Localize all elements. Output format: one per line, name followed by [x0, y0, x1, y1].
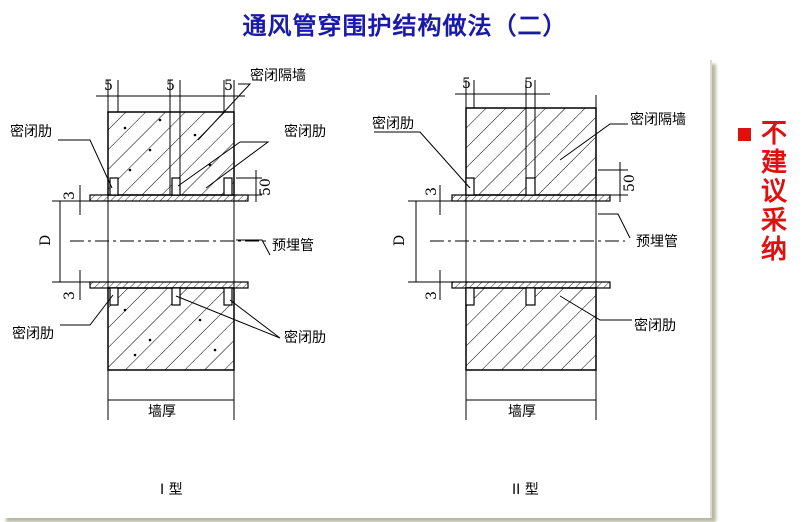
type-i-label-rib-bottom-right: 密闭肋	[284, 329, 326, 346]
type-i-pipe-bottom-wall	[89, 281, 249, 289]
type-ii-dim-gap1: 5	[462, 76, 471, 92]
note-char: 不	[760, 119, 787, 149]
type-i-dim-gap1: 5	[104, 78, 113, 94]
type-i-drawing: 5 5 5 50 3 D 3 墙厚 密闭隔墙 密闭肋 密	[10, 67, 326, 498]
note-char: 采	[760, 206, 787, 236]
type-i-label-rib-bottom-left: 密闭肋	[12, 325, 54, 342]
type-ii-pipe-top-wall	[451, 194, 611, 202]
type-ii-caption: II 型	[512, 482, 539, 498]
type-i-lower-wall	[107, 287, 235, 371]
type-ii-sealing-ribs	[465, 177, 536, 306]
type-ii-label-partition: 密闭隔墙	[630, 111, 686, 128]
type-i-label-rib-top-right: 密闭肋	[284, 123, 326, 140]
type-ii-dim-rib: 50	[622, 174, 638, 192]
type-ii-label-wall: 墙厚	[508, 404, 536, 420]
page-title: 通风管穿围护结构做法（二）	[242, 12, 568, 40]
type-i-dim-bottom: 3	[62, 291, 78, 300]
note-char: 纳	[760, 235, 787, 265]
type-i-label-rib-top-left: 密闭肋	[10, 123, 52, 140]
type-i-label-partition: 密闭隔墙	[250, 67, 306, 84]
type-ii-dim-bottom: 3	[424, 291, 440, 300]
type-ii-dim-gap2: 5	[524, 76, 533, 92]
type-i-caption: I 型	[160, 482, 183, 498]
note-char: 议	[760, 177, 787, 207]
bullet-icon	[738, 128, 751, 141]
type-ii-dim-pipe: D	[392, 235, 408, 246]
type-i-pipe-top-wall	[89, 194, 249, 202]
type-i-dim-gap2: 5	[166, 78, 175, 94]
type-i-dim-rib: 50	[258, 178, 274, 196]
type-i-upper-wall	[107, 111, 235, 196]
type-ii-label-rib-top: 密闭肋	[372, 115, 414, 132]
type-i-dim-top: 3	[62, 191, 78, 200]
note-char: 建	[760, 148, 787, 178]
type-ii-drawing: 5 5 50 3 D 3 墙厚 密闭肋 密闭隔墙 预埋管 密闭肋 II 型	[372, 76, 686, 498]
not-recommended-text: 不建议采纳	[760, 120, 788, 265]
type-ii-pipe-bottom-wall	[451, 281, 611, 289]
type-i-label-wall: 墙厚	[148, 404, 176, 420]
type-i-dim-gap3: 5	[224, 78, 233, 94]
type-ii-label-pipe: 预埋管	[636, 234, 678, 250]
type-i-label-pipe: 预埋管	[272, 238, 314, 254]
type-ii-dim-top: 3	[424, 187, 440, 196]
type-ii-label-rib-bottom: 密闭肋	[634, 317, 676, 334]
type-i-dim-pipe: D	[38, 235, 54, 246]
